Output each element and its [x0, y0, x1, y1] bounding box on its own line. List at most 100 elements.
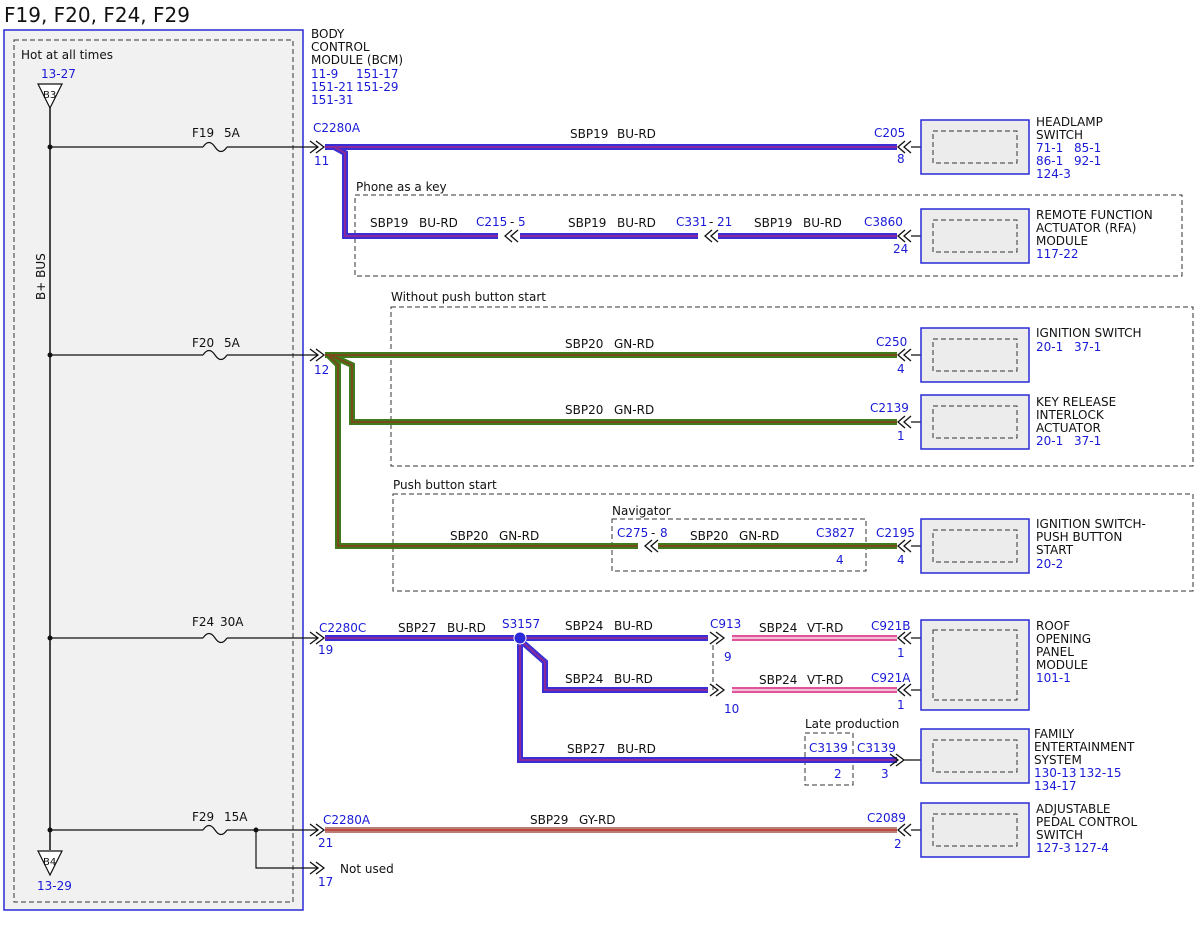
svg-text:20-2: 20-2 [1036, 557, 1063, 571]
svg-text:C2195: C2195 [876, 526, 915, 540]
fuse-f19-rating: 5A [224, 126, 241, 140]
svg-text:127-4: 127-4 [1074, 841, 1109, 855]
svg-text:101-1: 101-1 [1036, 671, 1071, 685]
diagram-title: F19, F20, F24, F29 [4, 3, 190, 27]
connector-labels: C2280A 11 C205 8 C215 - 5 C331 - 21 C386… [313, 121, 915, 889]
svg-text:4: 4 [836, 553, 844, 567]
fuse-f29-icon [202, 824, 228, 836]
splice-s3157-label: S3157 [502, 617, 540, 631]
svg-text:8: 8 [897, 152, 905, 166]
push-start-label: Push button start [393, 478, 497, 492]
svg-text:C2280C: C2280C [319, 621, 366, 635]
svg-text:BODY: BODY [311, 27, 345, 41]
svg-text:C215: C215 [476, 215, 507, 229]
svg-text:SBP20: SBP20 [690, 529, 728, 543]
svg-text:C205: C205 [874, 126, 905, 140]
svg-text:C921A: C921A [871, 671, 911, 685]
svg-text:OPENING: OPENING [1036, 632, 1091, 646]
b4-connector-icon [37, 850, 63, 877]
wires-gn-rd [325, 352, 897, 549]
svg-text:92-1: 92-1 [1074, 154, 1101, 168]
phone-as-key-label: Phone as a key [356, 180, 447, 194]
svg-text:2: 2 [834, 767, 842, 781]
svg-text:INTERLOCK: INTERLOCK [1036, 408, 1105, 422]
svg-text:1: 1 [897, 698, 905, 712]
late-production-label: Late production [805, 717, 899, 731]
phone-as-key-group [354, 194, 1183, 277]
svg-text:C250: C250 [876, 335, 907, 349]
wires-bu-rd [325, 144, 897, 763]
svg-text:20-1: 20-1 [1036, 434, 1063, 448]
svg-text:12: 12 [314, 363, 329, 377]
fuse-f24-rating: 30A [220, 615, 244, 629]
svg-text:SBP19: SBP19 [370, 216, 408, 230]
svg-text:SBP24: SBP24 [565, 672, 603, 686]
bottom-ref: 13-29 [37, 879, 72, 893]
svg-text:PUSH BUTTON: PUSH BUTTON [1036, 530, 1122, 544]
svg-text:37-1: 37-1 [1074, 340, 1101, 354]
svg-text:GN-RD: GN-RD [614, 403, 654, 417]
svg-text:85-1: 85-1 [1074, 141, 1101, 155]
bcm-label: BODY CONTROL MODULE (BCM) 11-9 151-17 15… [311, 27, 403, 107]
svg-text:BU-RD: BU-RD [617, 127, 656, 141]
svg-text:GN-RD: GN-RD [739, 529, 779, 543]
svg-text:11-9: 11-9 [311, 67, 338, 81]
svg-text:GY-RD: GY-RD [579, 813, 616, 827]
svg-text:SBP20: SBP20 [450, 529, 488, 543]
component-family-entertainment: FAMILY ENTERTAINMENT SYSTEM 130-13 132-1… [920, 727, 1135, 793]
fuse-f24-icon [202, 632, 228, 644]
svg-text:SBP24: SBP24 [565, 619, 603, 633]
svg-text:C921B: C921B [871, 619, 911, 633]
b3-label: B3 [43, 90, 56, 101]
svg-text:MODULE: MODULE [1036, 234, 1088, 248]
component-ignition-switch: IGNITION SWITCH 20-1 37-1 [920, 326, 1142, 383]
svg-text:C331: C331 [676, 215, 707, 229]
component-headlamp-switch: HEADLAMP SWITCH 71-1 85-1 86-1 92-1 124-… [920, 115, 1103, 181]
svg-text:C2139: C2139 [870, 401, 909, 415]
component-key-release-interlock: KEY RELEASE INTERLOCK ACTUATOR 20-1 37-1 [920, 394, 1116, 450]
svg-text:SBP24: SBP24 [759, 621, 797, 635]
svg-text:BU-RD: BU-RD [614, 619, 653, 633]
svg-text:151-17: 151-17 [356, 67, 399, 81]
svg-text:BU-RD: BU-RD [617, 742, 656, 756]
svg-text:REMOTE FUNCTION: REMOTE FUNCTION [1036, 208, 1153, 222]
svg-text:127-3: 127-3 [1036, 841, 1071, 855]
fuse-f24-name: F24 [192, 615, 214, 629]
svg-text:SWITCH: SWITCH [1036, 828, 1083, 842]
fuse-box: Hot at all times 13-27 B3 B+ BUS B4 13-2… [3, 29, 318, 911]
svg-text:CONTROL: CONTROL [311, 40, 370, 54]
svg-text:10: 10 [724, 702, 739, 716]
hot-at-all-times-label: Hot at all times [21, 48, 113, 62]
svg-text:SWITCH: SWITCH [1036, 128, 1083, 142]
fuse-f20-rating: 5A [224, 336, 241, 350]
svg-text:C3139: C3139 [809, 741, 848, 755]
svg-text:3: 3 [881, 767, 889, 781]
svg-text:4: 4 [897, 362, 905, 376]
svg-text:71-1: 71-1 [1036, 141, 1063, 155]
svg-text:130-13: 130-13 [1034, 766, 1077, 780]
svg-text:C3827: C3827 [816, 526, 855, 540]
svg-text:86-1: 86-1 [1036, 154, 1063, 168]
fuse-f29-name: F29 [192, 810, 214, 824]
svg-text:1: 1 [897, 646, 905, 660]
svg-text:ENTERTAINMENT: ENTERTAINMENT [1034, 740, 1135, 754]
without-push-label: Without push button start [391, 290, 546, 304]
svg-text:8: 8 [660, 526, 668, 540]
svg-text:C275: C275 [617, 526, 648, 540]
svg-text:SBP19: SBP19 [570, 127, 608, 141]
component-rfa-module: REMOTE FUNCTION ACTUATOR (RFA) MODULE 11… [920, 208, 1153, 264]
svg-text:PANEL: PANEL [1036, 645, 1074, 659]
svg-text:GN-RD: GN-RD [614, 337, 654, 351]
svg-text:5: 5 [518, 215, 526, 229]
svg-text:C3860: C3860 [864, 215, 903, 229]
splice-s3157-icon [513, 631, 527, 645]
svg-text:-: - [510, 215, 514, 229]
svg-text:19: 19 [318, 643, 333, 657]
fuse-f20-name: F20 [192, 336, 214, 350]
connector-arrows [309, 140, 912, 875]
svg-text:SBP24: SBP24 [759, 673, 797, 687]
svg-text:151-29: 151-29 [356, 80, 399, 94]
svg-text:117-22: 117-22 [1036, 247, 1079, 261]
svg-text:151-31: 151-31 [311, 93, 354, 107]
